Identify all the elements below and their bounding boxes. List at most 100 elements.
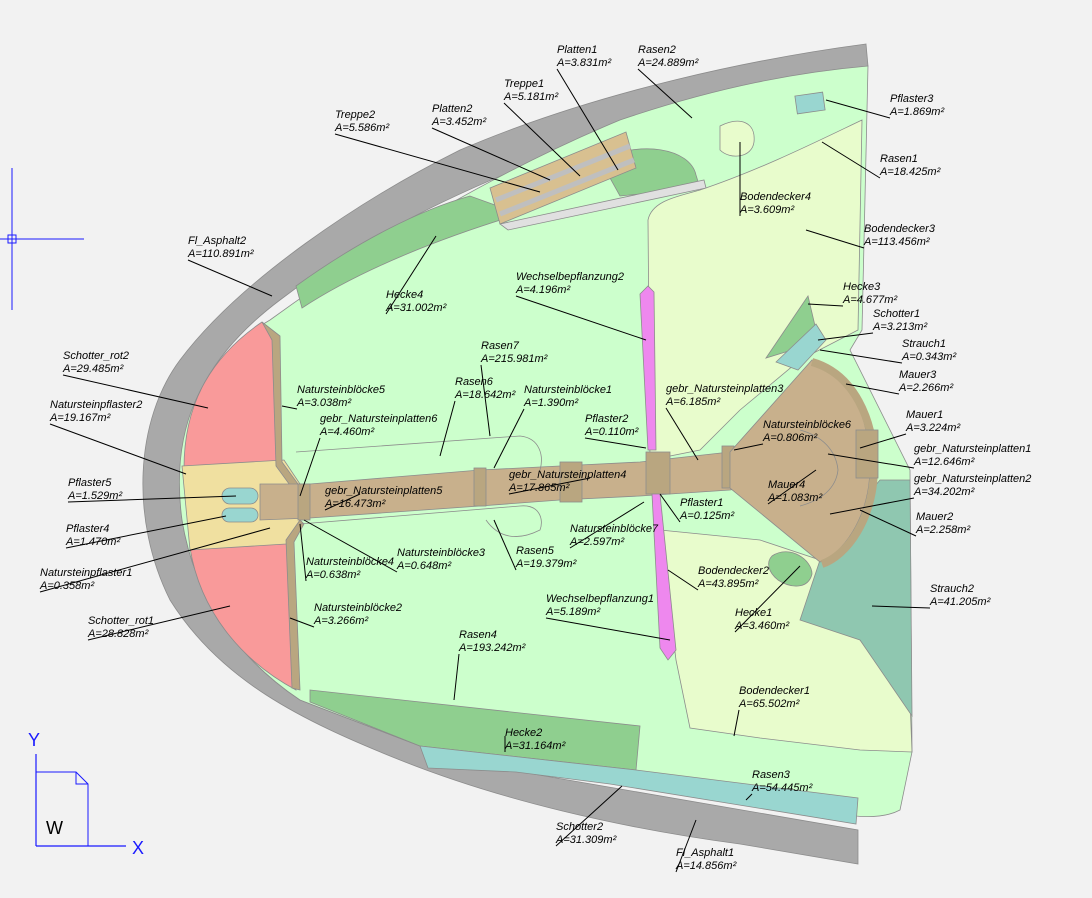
leader-line: [281, 405, 298, 410]
area-label-value: A=3.266m²: [313, 615, 368, 627]
top-gravel-path: [499, 179, 707, 231]
area-label-name: Natursteinpflaster1: [40, 567, 132, 579]
area-label-name: Schotter_rot1: [88, 615, 154, 627]
treppe2-stripe: [495, 143, 631, 203]
leader-line: [637, 68, 693, 119]
area-label-name: Rasen7: [481, 340, 520, 352]
leader-line: [431, 127, 551, 181]
crosshair-cursor: [0, 168, 84, 310]
area-label-value: A=3.213m²: [872, 321, 927, 333]
leader-line: [807, 303, 844, 307]
area-label-name: Mauer2: [916, 511, 953, 523]
leader-line: [665, 407, 699, 461]
treppe1-stripe: [499, 157, 635, 217]
area-label-value: A=43.895m²: [697, 578, 759, 590]
area-label-name: gebr_Natursteinplatten3: [666, 383, 784, 395]
leader-line: [65, 515, 227, 549]
area-label-value: A=0.343m²: [901, 351, 956, 363]
leader-line: [49, 423, 187, 475]
area-label-name: Strauch1: [902, 338, 946, 350]
area-label-name: Wechselbepflanzung2: [516, 271, 624, 283]
area-label-value: A=193.242m²: [458, 642, 526, 654]
area-label-name: Rasen4: [459, 629, 497, 641]
area-label-value: A=0.638m²: [305, 569, 360, 581]
leader-line: [675, 819, 697, 873]
leader-line: [545, 617, 671, 641]
area-label-name: Strauch2: [930, 583, 974, 595]
area-label-value: A=12.646m²: [913, 456, 975, 468]
area-label-value: A=113.456m²: [863, 236, 930, 248]
leader-line: [734, 565, 801, 633]
area-label-name: Treppe2: [335, 109, 375, 121]
leader-line: [503, 102, 581, 177]
area-label-value: A=18.425m²: [879, 166, 941, 178]
area-label-value: A=5.181m²: [503, 91, 558, 103]
leader-line: [859, 433, 907, 449]
leader-line: [453, 653, 460, 701]
leader-line: [733, 443, 764, 451]
leader-line: [825, 99, 891, 119]
area-label-name: Rasen6: [455, 376, 494, 388]
bodendecker4-area: [719, 120, 755, 157]
leader-line: [584, 437, 647, 449]
area-label-value: A=4.677m²: [842, 294, 897, 306]
area-label-name: gebr_Natursteinplatten4: [509, 469, 626, 481]
schotter2-area: [419, 745, 859, 825]
natursteinbloecke-pflaster-area: [645, 451, 671, 495]
